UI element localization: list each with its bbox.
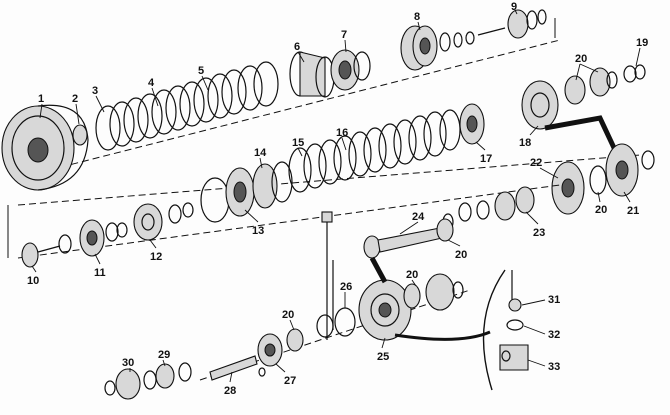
part-25-housing (358, 279, 412, 341)
callout-24: 24 (412, 211, 425, 223)
callout-28: 28 (224, 385, 236, 397)
callout-33: 33 (548, 361, 560, 373)
callout-23: 23 (533, 227, 545, 239)
leader-lines (31, 9, 641, 383)
part-10-shaft (21, 234, 72, 268)
link-curve (394, 330, 491, 341)
callout-labels: 1 2 3 4 5 6 7 8 9 10 11 12 13 14 15 16 1… (27, 1, 648, 397)
callout-9: 9 (511, 1, 517, 13)
callout-22: 22 (530, 157, 542, 169)
callout-10: 10 (27, 275, 39, 287)
link-bar-lower (369, 256, 388, 284)
callout-3: 3 (92, 85, 98, 97)
callout-2: 2 (72, 93, 78, 105)
link-bar-upper (544, 115, 618, 152)
callout-13: 13 (252, 225, 264, 237)
part-27-gear (257, 333, 283, 377)
callout-20-housing: 20 (406, 269, 418, 281)
part-2-ring (72, 124, 88, 146)
part-26-ring (316, 307, 356, 338)
callout-29: 29 (158, 349, 170, 361)
callout-20-upper: 20 (575, 53, 587, 65)
callout-20-right: 20 (595, 204, 607, 216)
callout-16: 16 (336, 127, 348, 139)
callout-31: 31 (548, 294, 560, 306)
callout-19: 19 (636, 37, 648, 49)
row2-axis-line (17, 154, 641, 206)
part-1-drum (1, 104, 89, 191)
callout-17: 17 (480, 153, 492, 165)
callout-18: 18 (519, 137, 531, 149)
row1-axis-line (17, 39, 561, 179)
part-8-gear (400, 25, 475, 71)
part-21-22-gears (551, 143, 655, 215)
part-19-ring (623, 64, 646, 83)
callout-15: 15 (292, 137, 304, 149)
part-28-shaft (209, 355, 258, 381)
part-17-gear (459, 103, 485, 145)
part-rod (321, 211, 334, 340)
part-12-carrier (133, 202, 194, 241)
callout-21: 21 (627, 205, 639, 217)
callout-32: 32 (548, 329, 560, 341)
callout-26: 26 (340, 281, 352, 293)
part-3-5-clutch-plates (95, 61, 279, 151)
part-9-shaft (477, 9, 547, 39)
part-31-33-assembly (499, 270, 529, 371)
part-20-upper-right (564, 67, 618, 105)
part-20-near-housing (403, 273, 464, 311)
callout-4: 4 (148, 77, 155, 89)
part-18-gear (521, 80, 559, 130)
callout-20-lower: 20 (282, 309, 294, 321)
callout-25: 25 (377, 351, 389, 363)
callout-30: 30 (122, 357, 134, 369)
part-11-gear (79, 219, 128, 257)
callout-20-mid: 20 (455, 249, 467, 261)
separator-curve (482, 269, 506, 391)
callout-5: 5 (198, 65, 204, 77)
callout-27: 27 (284, 375, 296, 387)
part-29-30-assembly (104, 362, 192, 400)
callout-6: 6 (294, 41, 300, 53)
part-7-drum (330, 49, 371, 91)
callout-8: 8 (414, 11, 420, 23)
callout-1: 1 (38, 93, 44, 105)
callout-7: 7 (341, 29, 347, 41)
callout-14: 14 (254, 147, 267, 159)
part-20-lower (286, 328, 304, 352)
part-13-14-assembly (200, 161, 293, 223)
callout-12: 12 (150, 251, 162, 263)
row3-axis-line (17, 184, 561, 259)
part-6-shell (289, 51, 335, 98)
part-15-16-plates (288, 109, 461, 193)
part-20-row3 (436, 218, 454, 242)
part-23-assembly (458, 186, 535, 222)
callout-11: 11 (94, 267, 106, 279)
